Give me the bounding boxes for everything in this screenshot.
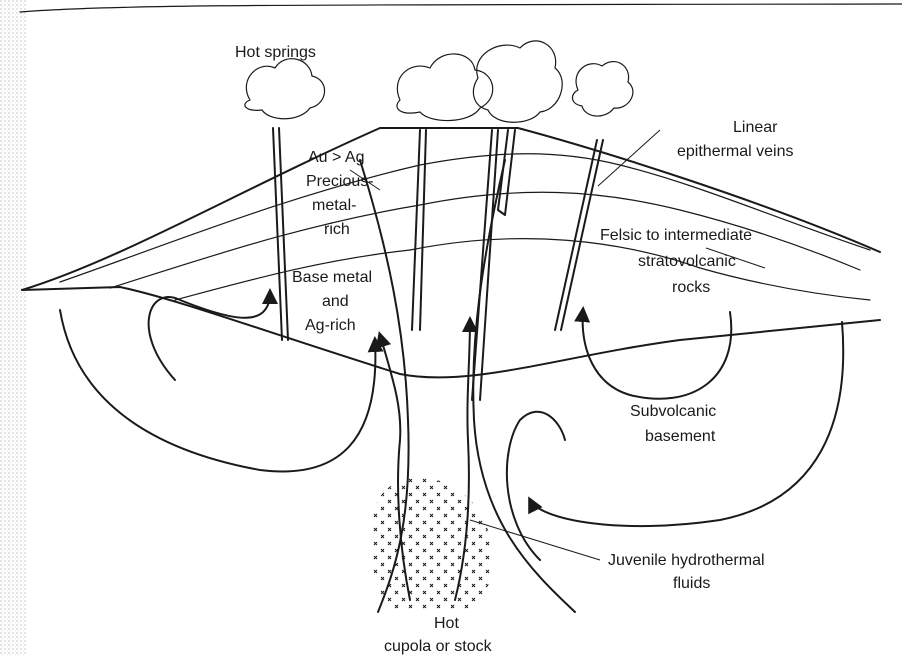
convection-arrow xyxy=(60,310,375,471)
label-precious-metal: Precious- xyxy=(306,173,374,190)
label-hot-springs: Hot springs xyxy=(235,44,316,61)
strata-line xyxy=(110,205,420,288)
vent-fissure xyxy=(412,130,426,330)
hot-spring-cloud xyxy=(245,59,325,119)
label-precious-metal: rich xyxy=(324,221,350,238)
steam-cloud-right xyxy=(473,41,562,122)
convection-arrow xyxy=(583,310,732,399)
cupola-crosses xyxy=(371,478,493,611)
steam-cloud-center xyxy=(397,54,493,121)
label-felsic: stratovolcanic xyxy=(638,253,736,270)
volcanic-base-contact xyxy=(22,287,880,377)
top-border xyxy=(20,4,902,12)
label-juvenile: fluids xyxy=(673,575,710,592)
hot-spring-cloud xyxy=(572,62,632,117)
leader-line xyxy=(598,130,660,186)
label-felsic: rocks xyxy=(672,279,710,296)
label-base-metal: and xyxy=(322,293,349,310)
label-hot-cupola: cupola or stock xyxy=(384,638,493,655)
scan-margin-stipple xyxy=(0,0,26,656)
vent-fissure xyxy=(498,130,515,215)
label-hot-cupola: Hot xyxy=(434,615,459,632)
epithermal-vein xyxy=(555,140,603,330)
label-subvolcanic: Subvolcanic xyxy=(630,403,716,420)
label-au-ag: Au > Ag xyxy=(308,149,365,166)
label-subvolcanic: basement xyxy=(645,428,716,445)
label-juvenile: Juvenile hydrothermal xyxy=(608,552,765,569)
label-linear-veins: Linear xyxy=(733,119,778,136)
convection-arrow xyxy=(530,322,843,526)
convection-arrow xyxy=(149,292,270,380)
label-base-metal: Base metal xyxy=(292,269,372,286)
label-felsic: Felsic to intermediate xyxy=(600,227,752,244)
label-precious-metal: metal- xyxy=(312,197,356,214)
basement-loop xyxy=(507,412,565,560)
label-base-metal: Ag-rich xyxy=(305,317,356,334)
label-linear-veins: epithermal veins xyxy=(677,143,794,160)
